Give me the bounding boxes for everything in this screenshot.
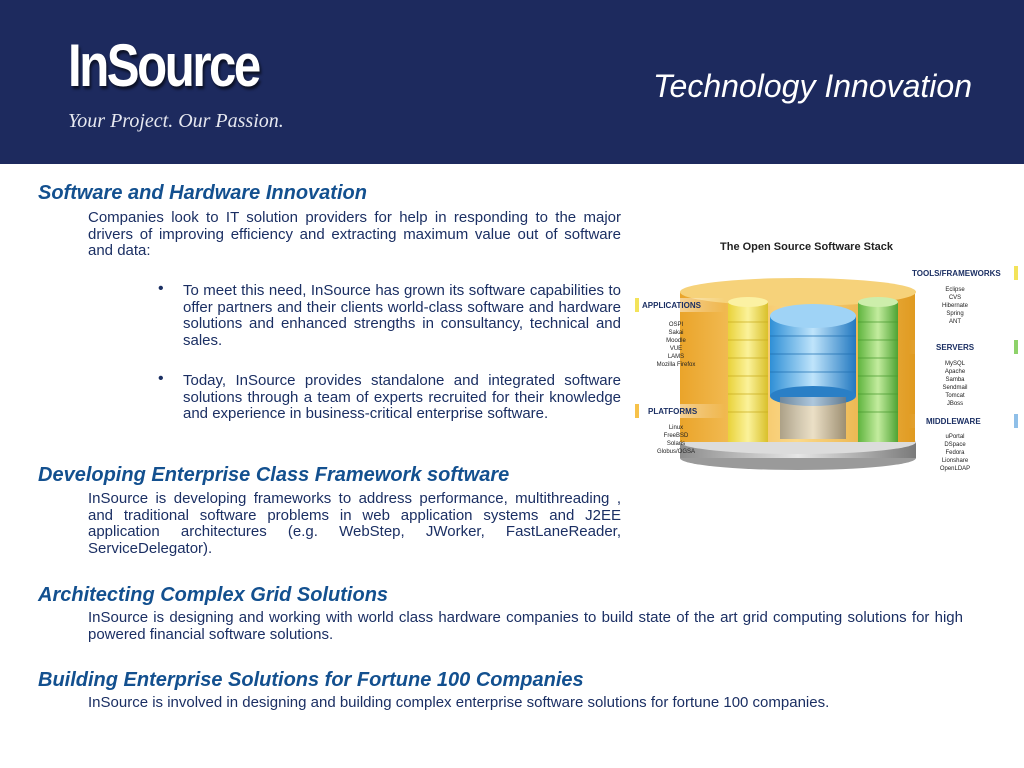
stack-item: uPortal	[945, 434, 964, 440]
bullet-dot-icon: •	[158, 370, 164, 387]
stack-item: Moodle	[666, 338, 686, 344]
section-heading-framework: Developing Enterprise Class Framework so…	[38, 464, 510, 486]
bullet-item: To meet this need, InSource has grown it…	[183, 282, 621, 349]
stack-label-middleware: MIDDLEWARE	[926, 417, 981, 426]
diagram-title: The Open Source Software Stack	[720, 241, 894, 253]
stack-item: Fedora	[945, 450, 965, 456]
stack-item: CVS	[949, 295, 961, 301]
bullet-item: Today, InSource provides standalone and …	[183, 372, 621, 422]
stack-item: Apache	[945, 369, 966, 375]
stack-item: ANT	[949, 319, 961, 325]
stack-label-platforms: PLATFORMS	[648, 407, 698, 416]
stack-item: Eclipse	[945, 287, 965, 293]
section-paragraph-framework: InSource is developing frameworks to add…	[88, 490, 621, 557]
stack-label-servers: SERVERS	[936, 343, 975, 352]
section-paragraph-grid: InSource is designing and working with w…	[88, 609, 963, 643]
stack-item: OpenLDAP	[940, 466, 970, 472]
company-tagline: Your Project. Our Passion.	[68, 110, 284, 132]
stack-item: Solaris	[667, 441, 685, 447]
stack-item: MySQL	[945, 361, 966, 367]
section-paragraph-software-hardware: Companies look to IT solution providers …	[88, 209, 621, 259]
stack-item: Sendmail	[942, 385, 967, 391]
stack-item: Spring	[946, 311, 963, 317]
stack-item: DSpace	[944, 442, 966, 448]
open-source-stack-diagram: The Open Source Software Stack APPLICATI…	[635, 241, 1018, 472]
stack-item: Globus/OGSA	[657, 449, 695, 455]
stack-item: FreeBSD	[664, 433, 689, 439]
stack-label-applications: APPLICATIONS	[642, 301, 702, 310]
slide-title: Technology Innovation	[652, 68, 972, 104]
section-heading-fortune: Building Enterprise Solutions for Fortun…	[38, 669, 584, 691]
stack-item: Hibernate	[942, 303, 969, 309]
header-banner: InSource Your Project. Our Passion. Tech…	[0, 0, 1024, 164]
company-logo: InSource	[68, 32, 261, 99]
section-heading-software-hardware: Software and Hardware Innovation	[38, 182, 367, 204]
stack-item: Mozilla Firefox	[657, 362, 696, 368]
stack-item: VUE	[670, 346, 682, 352]
stack-item: Linux	[669, 425, 683, 431]
stack-item: Tomcat	[945, 393, 965, 399]
stack-item: LAMS	[668, 354, 684, 360]
section-paragraph-fortune: InSource is involved in designing and bu…	[88, 694, 830, 711]
stack-item: Sakai	[668, 330, 683, 336]
stack-item: Samba	[945, 377, 965, 383]
bullet-dot-icon: •	[158, 280, 164, 297]
section-heading-grid: Architecting Complex Grid Solutions	[38, 584, 389, 606]
stack-label-tools: TOOLS/FRAMEWORKS	[912, 269, 1001, 278]
stack-item: OSPI	[669, 322, 684, 328]
stack-item: JBoss	[947, 401, 963, 407]
stack-item: Lionshare	[942, 458, 969, 464]
